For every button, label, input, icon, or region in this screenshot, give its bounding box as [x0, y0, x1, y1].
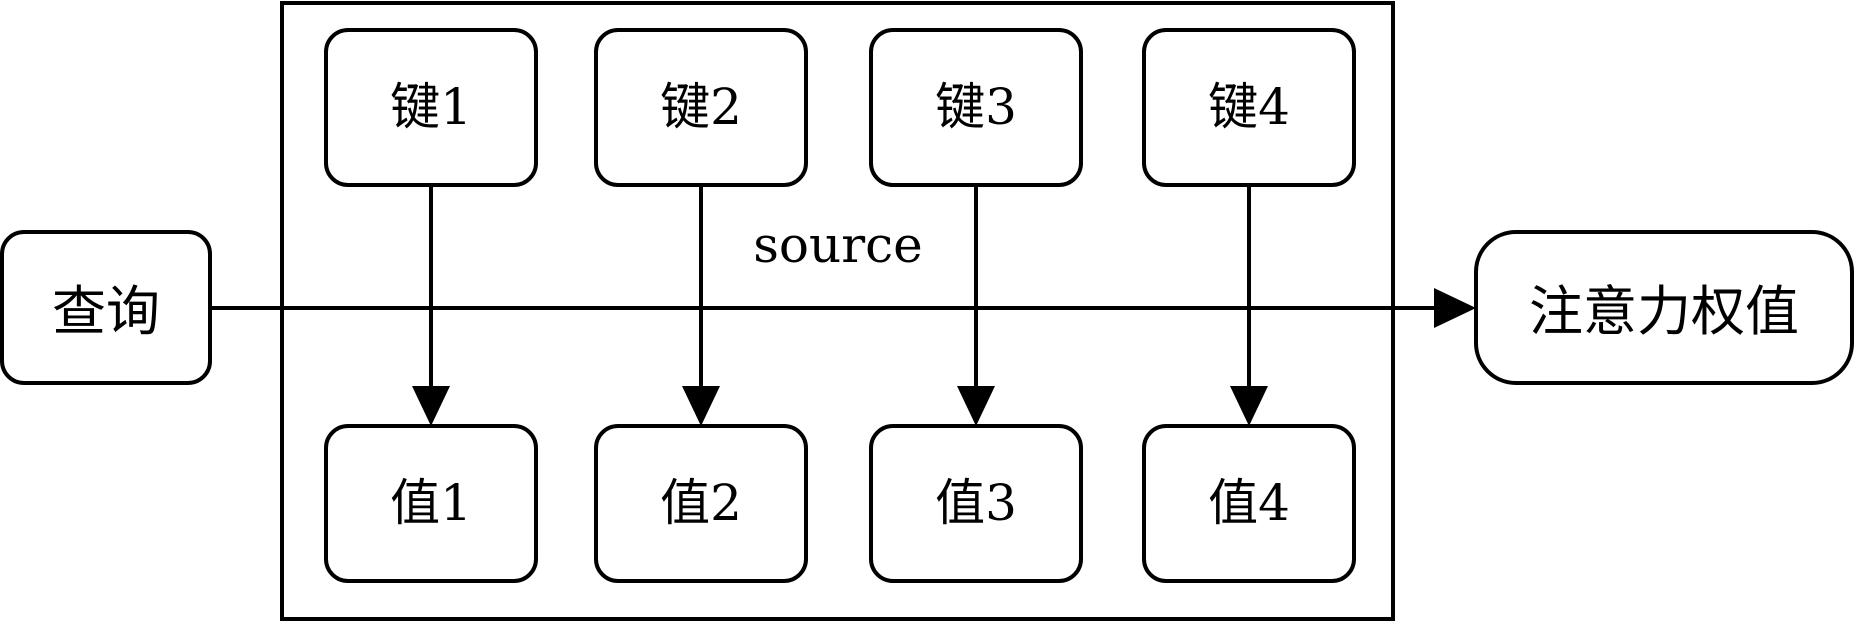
query-label: 查询 — [52, 280, 160, 343]
value-label-4: 值4 — [1208, 474, 1290, 532]
key-label-2: 键2 — [660, 78, 742, 136]
output-box — [1474, 230, 1854, 385]
key-value-arrow-head-3 — [957, 386, 995, 426]
source-label: source — [753, 216, 922, 274]
value-label-1: 值1 — [390, 474, 472, 532]
source-frame — [280, 1, 1395, 621]
key-value-arrow-head-4 — [1230, 386, 1268, 426]
value-box-1 — [324, 424, 538, 583]
key-value-arrow-head-1 — [412, 386, 450, 426]
value-box-4 — [1142, 424, 1356, 583]
key-value-columns: 键1 值1 键2 值2 键3 值3 键4 值4 — [324, 28, 1356, 583]
value-box-3 — [869, 424, 1083, 583]
value-label-2: 值2 — [660, 474, 742, 532]
value-box-2 — [594, 424, 808, 583]
query-arrow-head — [1434, 288, 1476, 328]
key-label-4: 键4 — [1208, 78, 1290, 136]
key-value-arrow-head-2 — [682, 386, 720, 426]
key-label-3: 键3 — [935, 78, 1017, 136]
output-label: 注意力权值 — [1529, 280, 1799, 343]
key-label-1: 键1 — [390, 78, 472, 136]
value-label-3: 值3 — [935, 474, 1017, 532]
